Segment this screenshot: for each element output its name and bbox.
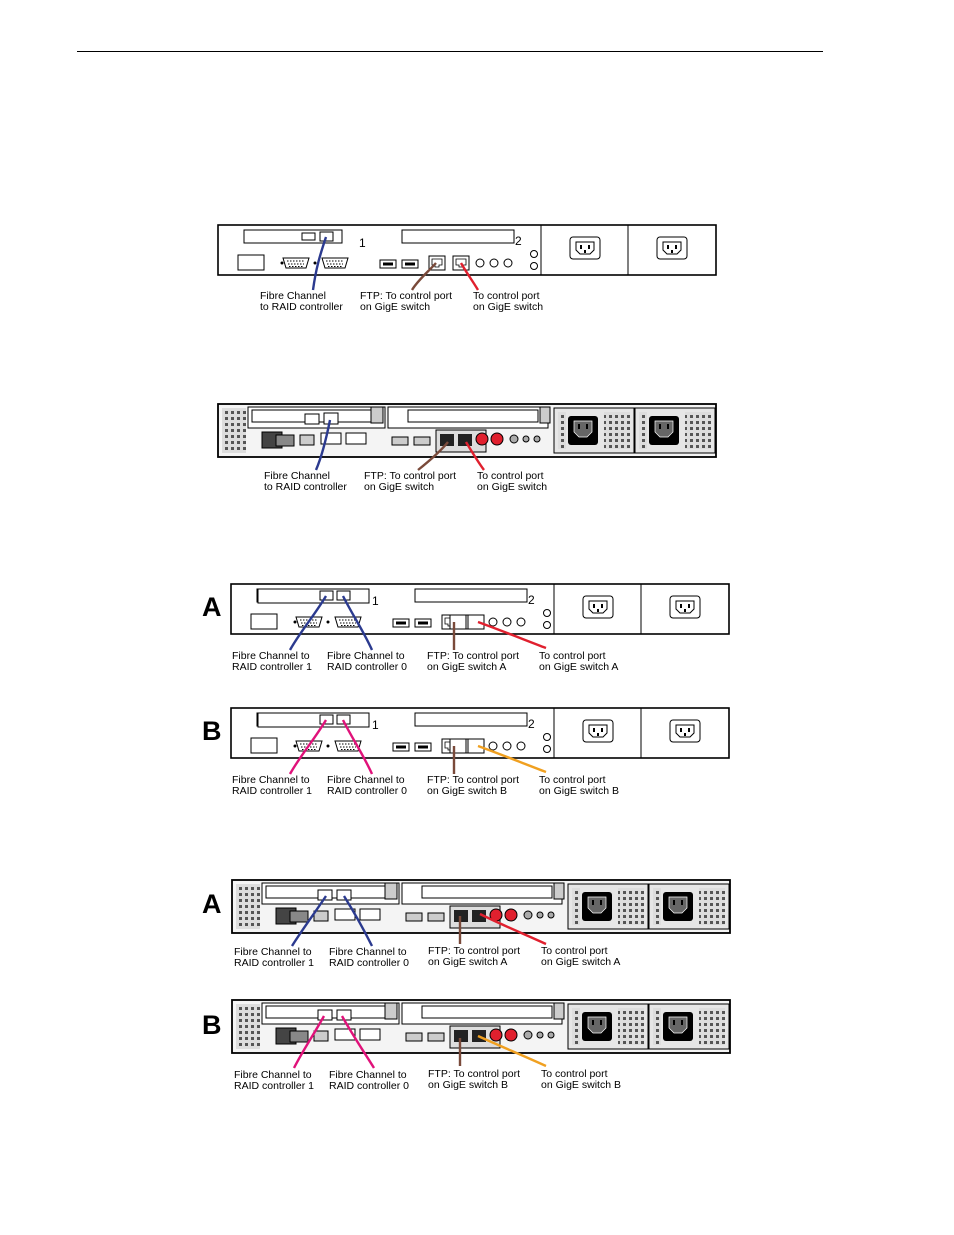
- slot-number-1: 1: [359, 236, 366, 250]
- slot-number-1: 1: [372, 594, 379, 608]
- diagram-2-detail-chassis: [218, 404, 716, 471]
- slot-number-2: 2: [528, 717, 535, 731]
- diagram-1-simple-chassis: [218, 225, 716, 291]
- slot-number-1: 1: [372, 718, 379, 732]
- header-rule: [77, 51, 823, 52]
- fibre-cable: [314, 419, 332, 471]
- fibre-cable-1: [288, 595, 328, 651]
- control-cable: [479, 912, 547, 946]
- fibre-cable-1: [288, 719, 328, 775]
- control-cable: [477, 620, 547, 650]
- fibre-cable: [311, 236, 328, 291]
- diagram-4a-detail-chassis: [232, 880, 730, 947]
- fibre-cable-1: [290, 895, 327, 947]
- control-cable: [477, 744, 547, 774]
- slot-number-2: 2: [528, 593, 535, 607]
- ftp-cable: [410, 262, 437, 291]
- fibre-cable-0: [342, 895, 374, 947]
- ftp-cable: [417, 441, 449, 471]
- slot-number-2: 2: [515, 234, 522, 248]
- fibre-cable-0: [341, 595, 374, 651]
- fibre-cable-0: [341, 719, 374, 775]
- switch-letter-b: B: [202, 1010, 222, 1040]
- switch-letter-b: B: [202, 716, 222, 746]
- switch-letter-a: A: [202, 889, 222, 919]
- control-cable: [477, 1034, 547, 1068]
- diagram-4b-detail-chassis: [232, 1000, 730, 1069]
- diagram-3a-simple-chassis: [231, 584, 729, 651]
- fibre-cable-1: [292, 1015, 326, 1069]
- control-cable: [459, 262, 480, 291]
- switch-letter-a: A: [202, 592, 222, 622]
- fibre-cable-0: [340, 1015, 376, 1069]
- control-cable: [464, 441, 485, 471]
- diagram-3b-simple-chassis: [231, 708, 729, 775]
